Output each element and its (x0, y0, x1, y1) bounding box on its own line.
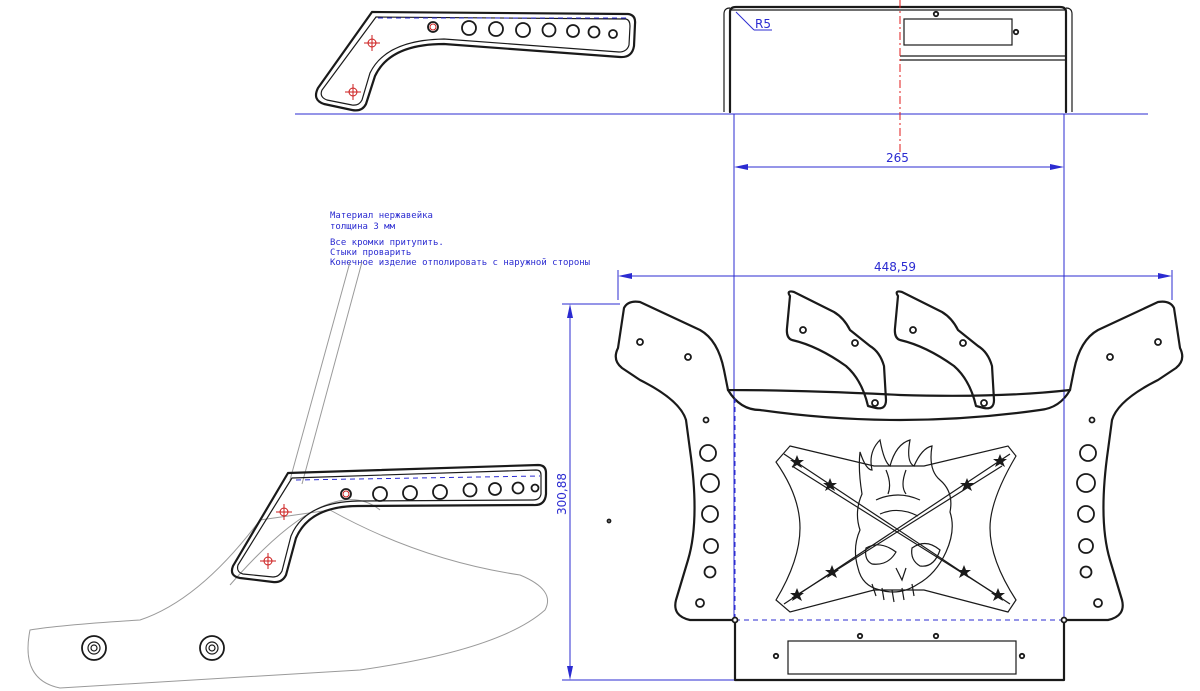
note-line-3: Все кромки притупить. (330, 238, 444, 248)
note-line-4: Стыки проварить (330, 248, 411, 258)
dimension-265: 265 (733, 114, 1065, 620)
dimension-300-label: 300,88 (555, 473, 569, 515)
dimension-265-label: 265 (886, 151, 909, 165)
side-bracket-assembly (230, 463, 548, 584)
dimension-300: 300,88 (555, 303, 735, 681)
radius-label: R5 (755, 17, 771, 31)
notes-block: Материал нержавейка толщина 3 мм Все кро… (330, 211, 590, 268)
note-line-5: Конечное изделие отполировать с наружной… (330, 258, 590, 268)
flat-pattern (614, 290, 1184, 682)
dimension-448: 448,59 (617, 260, 1173, 300)
star-icons (790, 454, 1007, 601)
dimension-448-label: 448,59 (874, 260, 916, 274)
front-plate-top: R5 (723, 0, 1073, 152)
note-line-2: толщина 3 мм (330, 222, 396, 232)
side-bracket-top (314, 10, 637, 112)
note-line-1: Материал нержавейка (330, 211, 433, 221)
skull-emblem (854, 438, 953, 603)
assembly-sketch (27, 261, 549, 689)
